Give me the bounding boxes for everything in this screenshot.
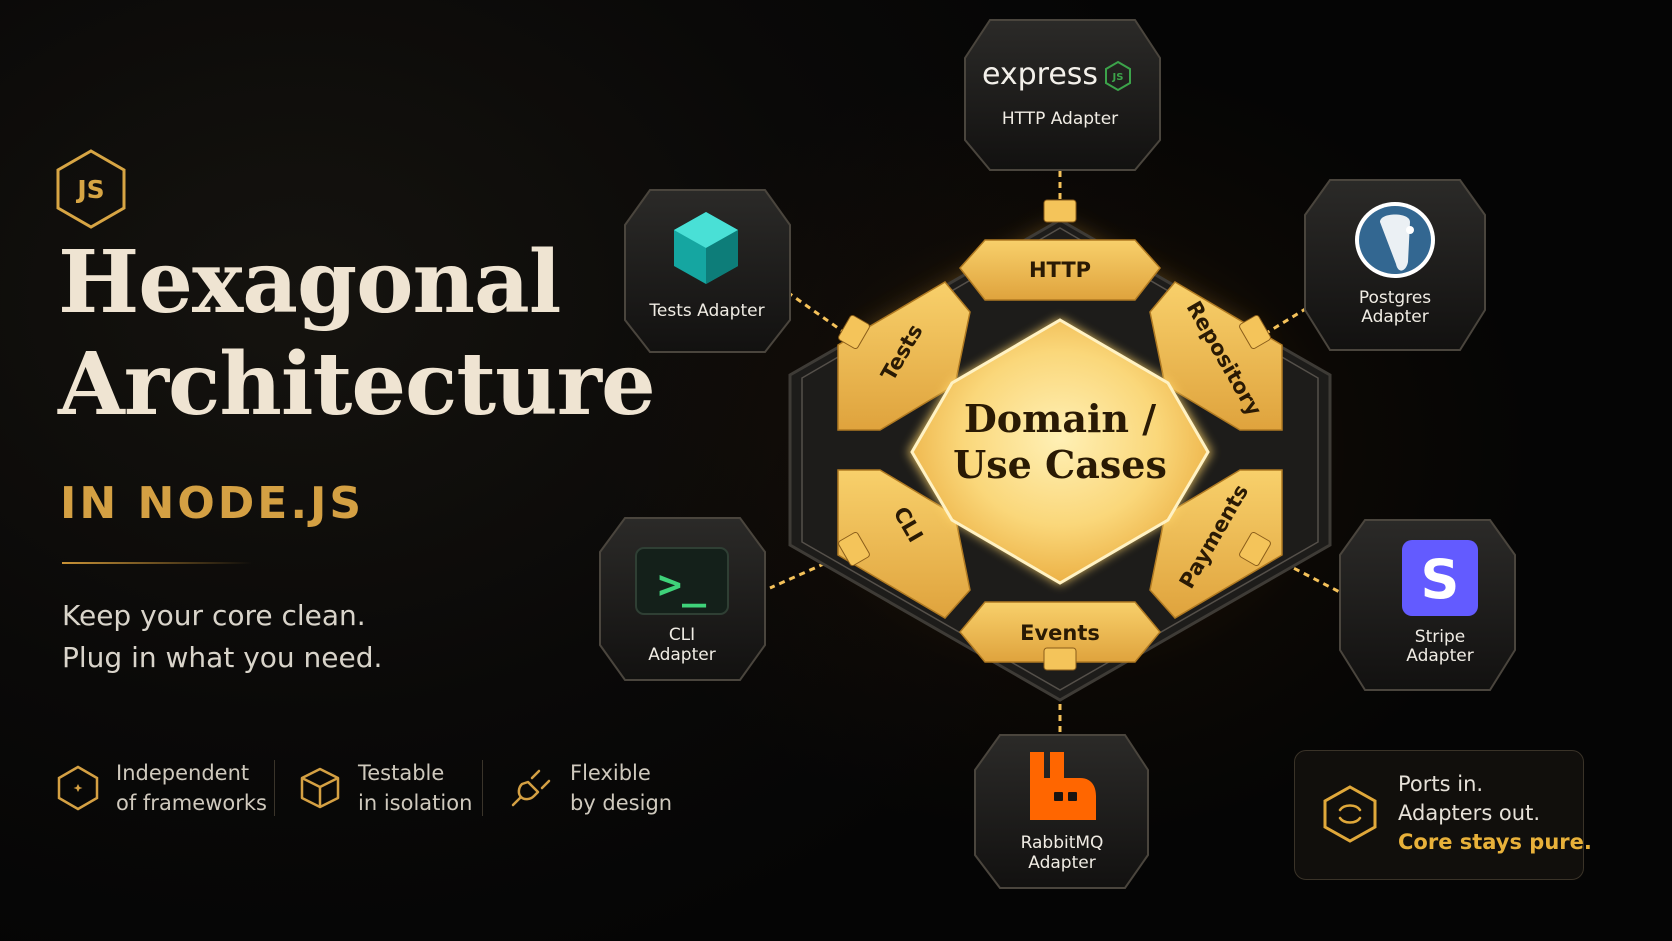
terminal-prompt: >_ [658,562,707,608]
js-logo-badge: JS [54,148,128,230]
ports-hexagon-icon [1323,785,1377,843]
adapter-stripe: S Stripe Adapter [1339,519,1516,691]
callout-line-3: Core stays pure. [1398,830,1592,854]
core-label-line-1: Domain / [964,396,1156,441]
callout-line-2: Adapters out. [1398,801,1540,825]
plug-icon [511,769,551,807]
adapter-tests-label: Tests Adapter [648,301,764,321]
port-events [959,601,1161,663]
feature-independent-line-2: of frameworks [116,791,267,815]
adapter-cli: >_ CLI Adapter [599,517,766,681]
rabbitmq-icon [1030,752,1096,820]
hexagon-frame-inner [801,227,1319,691]
express-logo: express [982,57,1098,92]
teal-cube-icon [674,212,738,284]
ports-callout-text: Ports in. Adapters out. Core stays pure. [1398,770,1592,857]
port-cli [837,469,971,619]
feature-independent: Independent of frameworks [54,758,267,818]
callout-line-1: Ports in. [1398,772,1484,796]
feature-testable: Testable in isolation [296,758,472,818]
ports-callout-box [1294,750,1584,880]
adapter-rabbitmq-line-2: Adapter [1028,853,1095,873]
js-badge-label: JS [77,174,105,204]
port-repository [1149,281,1283,431]
page-subtitle: IN NODE.JS [60,478,365,529]
adapter-http: express JS HTTP Adapter [964,19,1161,171]
cube-icon [300,767,340,809]
hexagon-icon [57,765,99,811]
terminal-icon [635,547,729,615]
adapter-postgres: Postgres Adapter [1304,179,1486,351]
tagline: Keep your core clean. Plug in what you n… [62,595,382,679]
feature-flexible: Flexible by design [508,758,672,818]
stripe-logo-letter: S [1421,548,1460,611]
port-events-label: Events [1020,621,1100,645]
tagline-line-2: Plug in what you need. [62,641,383,674]
elephant-icon [1355,202,1435,278]
core-label-line-2: Use Cases [953,442,1167,487]
adapter-stripe-line-2: Adapter [1406,646,1473,666]
feature-separator [482,760,483,816]
adapter-stripe-line-1: Stripe [1415,627,1465,647]
hexagon-icon [56,149,126,229]
port-http-label: HTTP [1029,258,1091,282]
connector-stripe [1254,546,1356,602]
adapter-postgres-line-1: Postgres [1359,288,1431,308]
nodejs-hex-icon [1105,60,1131,92]
tagline-line-1: Keep your core clean. [62,599,366,632]
feature-testable-line-1: Testable [358,761,445,785]
feature-flexible-line-1: Flexible [570,761,651,785]
adapter-cli-line-1: CLI [669,625,695,645]
title-line-1: Hexagonal [58,232,561,333]
feature-flexible-line-2: by design [570,791,673,815]
adapter-cli-line-2: Adapter [648,645,715,665]
adapter-http-label: HTTP Adapter [1002,109,1118,129]
adapter-postgres-line-2: Adapter [1361,307,1428,327]
feature-testable-line-2: in isolation [358,791,473,815]
port-http [959,239,1161,301]
page-title: Hexagonal Architecture [58,232,678,436]
adapter-tests: Tests Adapter [624,189,791,353]
title-divider [62,562,252,564]
feature-separator [274,760,275,816]
port-ring [837,239,1283,663]
title-line-2: Architecture [58,334,656,435]
port-plugs [838,199,1271,671]
stripe-logo-icon [1402,540,1478,616]
core-hexagon [910,318,1210,585]
adapter-rabbitmq: RabbitMQ Adapter [974,734,1149,889]
feature-independent-line-1: Independent [116,761,250,785]
nodejs-badge-label: JS [1112,72,1124,83]
adapter-rabbitmq-line-1: RabbitMQ [1021,833,1104,853]
